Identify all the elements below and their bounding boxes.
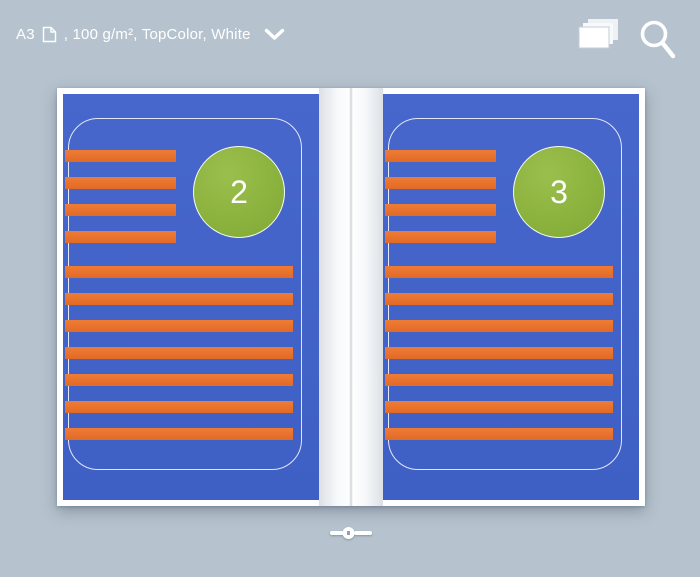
- text-line-bar: [385, 374, 613, 386]
- text-line-bar: [65, 293, 293, 305]
- text-line-bar: [385, 320, 613, 332]
- text-line-bar: [385, 428, 613, 440]
- magnifier-icon[interactable]: [638, 18, 678, 65]
- paper-details-label: , 100 g/m², TopColor, White: [63, 26, 251, 43]
- right-page-content: 3: [383, 94, 639, 500]
- right-page-number: 3: [550, 173, 568, 210]
- text-line-bar: [65, 428, 293, 440]
- right-page-heading-lines: [385, 150, 496, 243]
- text-line-bar: [65, 177, 176, 189]
- left-page[interactable]: 2: [57, 88, 351, 506]
- right-page-number-badge: 3: [513, 146, 605, 238]
- text-line-bar: [385, 231, 496, 243]
- text-line-bar: [385, 401, 613, 413]
- text-line-bar: [65, 374, 293, 386]
- spread-drag-handle[interactable]: [329, 526, 373, 540]
- text-line-bar: [65, 320, 293, 332]
- left-page-heading-lines: [65, 150, 176, 243]
- left-page-content: 2: [63, 94, 319, 500]
- paper-size-label: A3: [16, 26, 35, 43]
- paper-sheet-icon: [42, 26, 57, 43]
- text-line-bar: [65, 204, 176, 216]
- text-line-bar: [65, 401, 293, 413]
- text-line-bar: [385, 150, 496, 162]
- left-page-body-lines: [65, 266, 293, 440]
- paper-settings-dropdown[interactable]: A3 , 100 g/m², TopColor, White: [16, 26, 285, 43]
- toolbar-right-icons: [578, 18, 678, 65]
- text-line-bar: [385, 204, 496, 216]
- text-line-bar: [385, 177, 496, 189]
- left-page-number-badge: 2: [193, 146, 285, 238]
- page-stack-icon[interactable]: [578, 18, 620, 55]
- preview-toolbar: A3 , 100 g/m², TopColor, White: [0, 0, 700, 70]
- text-line-bar: [385, 293, 613, 305]
- text-line-bar: [385, 347, 613, 359]
- left-page-number: 2: [230, 173, 248, 210]
- chevron-down-icon[interactable]: [264, 28, 285, 41]
- right-page[interactable]: 3: [351, 88, 645, 506]
- text-line-bar: [65, 231, 176, 243]
- right-page-body-lines: [385, 266, 613, 440]
- text-line-bar: [65, 266, 293, 278]
- text-line-bar: [65, 150, 176, 162]
- text-line-bar: [65, 347, 293, 359]
- booklet-spread-preview: 2 3: [57, 88, 645, 506]
- text-line-bar: [385, 266, 613, 278]
